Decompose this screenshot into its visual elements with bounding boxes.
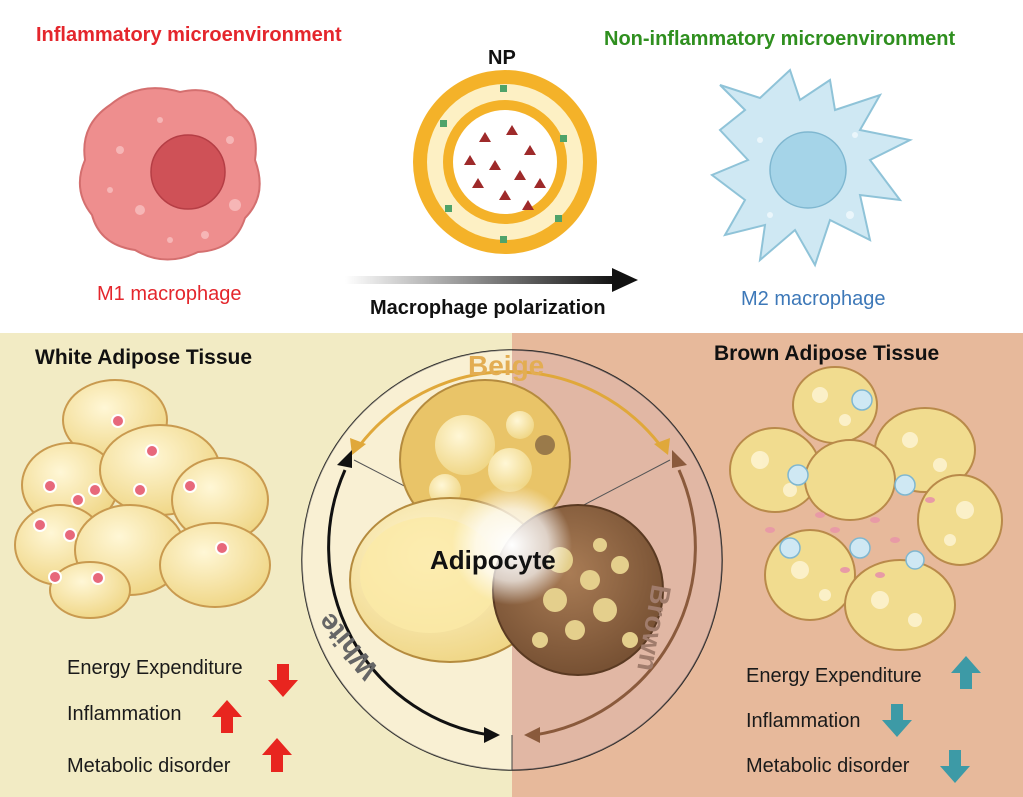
brown-stat-metabolic: Metabolic disorder	[746, 755, 910, 777]
polarization-label: Macrophage polarization	[370, 297, 606, 319]
energy-down-arrow-icon	[268, 664, 298, 697]
m1-macrophage-icon	[78, 87, 261, 261]
inflammation-down-arrow-icon	[882, 704, 912, 737]
adipocyte-conversion-circle	[301, 349, 723, 771]
adipocyte-label: Adipocyte	[430, 545, 556, 575]
brown-stat-energy: Energy Expenditure	[746, 665, 922, 687]
energy-up-arrow-icon	[951, 656, 981, 689]
beige-label: Beige	[468, 350, 545, 381]
inflammation-up-arrow-icon	[212, 700, 242, 733]
inflammatory-title: Inflammatory microenvironment	[36, 24, 342, 46]
metabolic-down-arrow-icon	[940, 750, 970, 783]
brown-tissue-title: Brown Adipose Tissue	[714, 342, 940, 365]
white-stat-inflammation: Inflammation	[67, 703, 182, 725]
brown-stat-arrows	[882, 656, 981, 783]
white-tissue-title: White Adipose Tissue	[35, 346, 253, 369]
np-label: NP	[488, 47, 516, 69]
m2-macrophage-icon	[710, 68, 914, 268]
polarization-arrow-icon	[345, 268, 638, 292]
brown-stat-inflammation: Inflammation	[746, 710, 861, 732]
metabolic-up-arrow-icon	[262, 738, 292, 772]
white-stat-metabolic: Metabolic disorder	[67, 755, 231, 777]
nanoparticle-icon	[413, 70, 597, 254]
m1-label: M1 macrophage	[97, 283, 242, 305]
white-stat-arrows	[212, 664, 298, 772]
white-stat-energy: Energy Expenditure	[67, 657, 243, 679]
m2-label: M2 macrophage	[741, 288, 886, 310]
brown-adipocyte-cluster-icon	[729, 366, 1003, 651]
non-inflammatory-title: Non-inflammatory microenvironment	[604, 28, 956, 50]
white-adipocyte-cluster-icon	[14, 379, 271, 619]
